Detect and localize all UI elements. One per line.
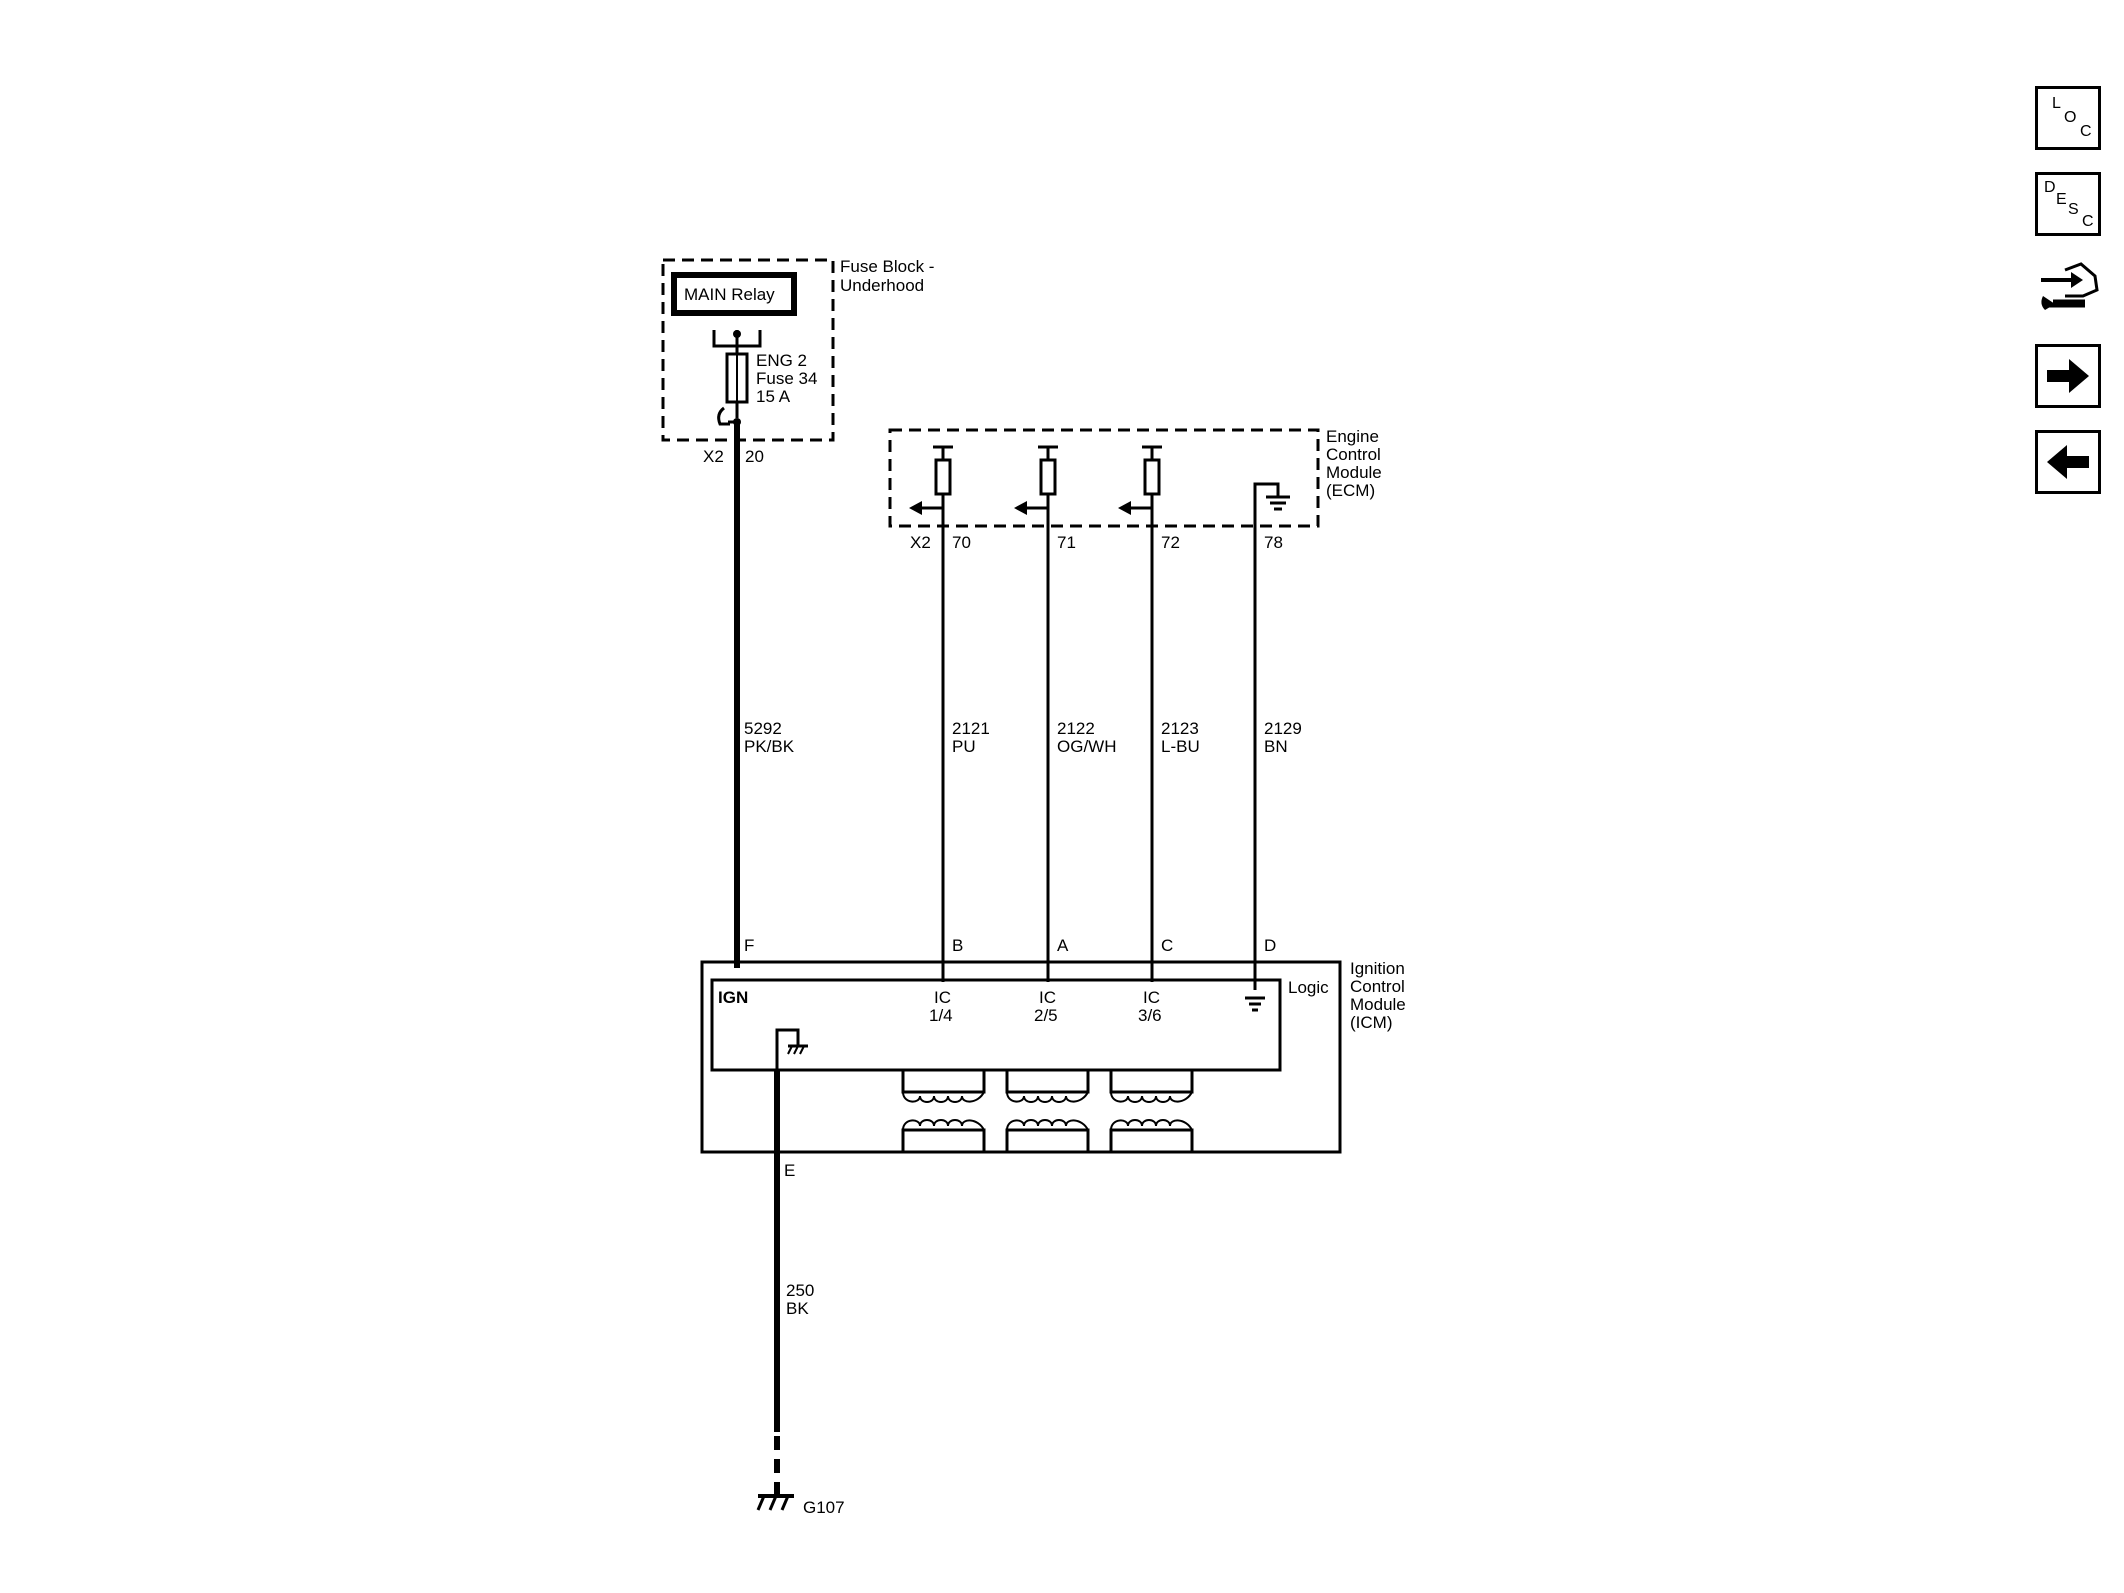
chassis-ground-symbol xyxy=(775,1028,808,1070)
fuse-block-connector-label: X2 xyxy=(703,447,724,466)
wire-circuit-label: 2121 xyxy=(952,719,990,738)
wire-color-label: PU xyxy=(952,737,976,756)
wire-circuit-label: 2123 xyxy=(1161,719,1199,738)
fuse-block-subtitle: Underhood xyxy=(840,276,924,295)
loc-letter: L xyxy=(2052,95,2061,112)
wire-color-label: BK xyxy=(786,1299,809,1318)
icm-pin-label: A xyxy=(1057,936,1069,955)
ecm-connector-label: X2 xyxy=(910,533,931,552)
ignition-coil-pair xyxy=(901,1070,986,1152)
wire-color-label: BN xyxy=(1264,737,1288,756)
splice-dot xyxy=(733,330,741,338)
ecm-title: Engine xyxy=(1326,427,1379,446)
ecm-ground-symbol xyxy=(1253,482,1290,525)
location-button[interactable]: L O C xyxy=(2035,86,2101,150)
icm-pin-label: B xyxy=(952,936,963,955)
icm-ic-label: 1/4 xyxy=(929,1006,953,1025)
icm-pin-label: E xyxy=(784,1161,795,1180)
wire-color-label: L-BU xyxy=(1161,737,1200,756)
icm-ign-label: IGN xyxy=(718,988,748,1007)
ecm-title: Control xyxy=(1326,445,1381,464)
fuse-name: ENG 2 xyxy=(756,351,807,370)
wire-color-label: PK/BK xyxy=(744,737,795,756)
ecm-pin-label: 70 xyxy=(952,533,971,552)
icm-pin-label: D xyxy=(1264,936,1276,955)
icm-title: (ICM) xyxy=(1350,1013,1392,1032)
desc-letter: E xyxy=(2056,191,2067,208)
next-page-button[interactable] xyxy=(2035,344,2101,408)
icm-ic-label: 3/6 xyxy=(1138,1006,1162,1025)
ecm-pin-label: 72 xyxy=(1161,533,1180,552)
navigation-panel: L O C D E S C xyxy=(2035,86,2103,516)
ecm-pin-label: 71 xyxy=(1057,533,1076,552)
icm-title: Ignition xyxy=(1350,959,1405,978)
ground-label: G107 xyxy=(803,1498,845,1517)
ignition-control-module: F B A C D Ignition Control Module (ICM) … xyxy=(700,936,1406,1180)
desc-letter: C xyxy=(2082,213,2094,230)
engine-control-module: Engine Control Module (ECM) xyxy=(888,427,1382,552)
desc-letter: S xyxy=(2068,201,2079,218)
fuse-block-pin-label: 20 xyxy=(745,447,764,466)
ecm-title: (ECM) xyxy=(1326,481,1375,500)
wire-circuit-label: 2122 xyxy=(1057,719,1095,738)
loc-letter: C xyxy=(2080,123,2092,140)
wire-color-label: OG/WH xyxy=(1057,737,1117,756)
wire-circuit-label: 5292 xyxy=(744,719,782,738)
fuse-block-underhood: MAIN Relay Fuse Block - Underhood ENG 2 … xyxy=(661,257,934,466)
main-relay-box xyxy=(671,272,797,316)
fuse-block-title: Fuse Block - xyxy=(840,257,934,276)
icm-ic-label: 2/5 xyxy=(1034,1006,1058,1025)
icm-title: Module xyxy=(1350,995,1406,1014)
ignition-coil-pair xyxy=(1109,1070,1194,1152)
logic-ground-symbol xyxy=(1245,996,1265,1012)
icm-ic-label: IC xyxy=(1143,988,1160,1007)
ecm-pin-label: 78 xyxy=(1264,533,1283,552)
fuse-number: Fuse 34 xyxy=(756,369,817,388)
icm-pin-label: F xyxy=(744,936,754,955)
left-arrow-icon xyxy=(2047,445,2089,479)
ecm-driver-symbol xyxy=(1014,445,1058,515)
icm-ic-label: IC xyxy=(1039,988,1056,1007)
main-relay-label: MAIN Relay xyxy=(684,285,775,304)
wire-circuit-label: 2129 xyxy=(1264,719,1302,738)
ecm-driver-symbol xyxy=(1118,445,1162,515)
fuse-rating: 15 A xyxy=(756,387,791,406)
right-arrow-icon xyxy=(2047,359,2089,393)
desc-letter: D xyxy=(2044,179,2056,196)
icm-logic-label: Logic xyxy=(1288,978,1329,997)
ecm-title: Module xyxy=(1326,463,1382,482)
ignition-coil-pair xyxy=(1005,1070,1090,1152)
connector-end-view-button[interactable] xyxy=(2035,258,2101,322)
loc-letter: O xyxy=(2064,109,2077,126)
connector-end-view-icon xyxy=(2041,262,2099,310)
icm-pin-label: C xyxy=(1161,936,1173,955)
wire-circuit-label: 250 xyxy=(786,1281,814,1300)
description-button[interactable]: D E S C xyxy=(2035,172,2101,236)
icm-ic-label: IC xyxy=(934,988,951,1007)
ecm-driver-symbol xyxy=(909,445,953,515)
icm-title: Control xyxy=(1350,977,1405,996)
ground-g107-symbol xyxy=(756,1494,794,1511)
previous-page-button[interactable] xyxy=(2035,430,2101,494)
